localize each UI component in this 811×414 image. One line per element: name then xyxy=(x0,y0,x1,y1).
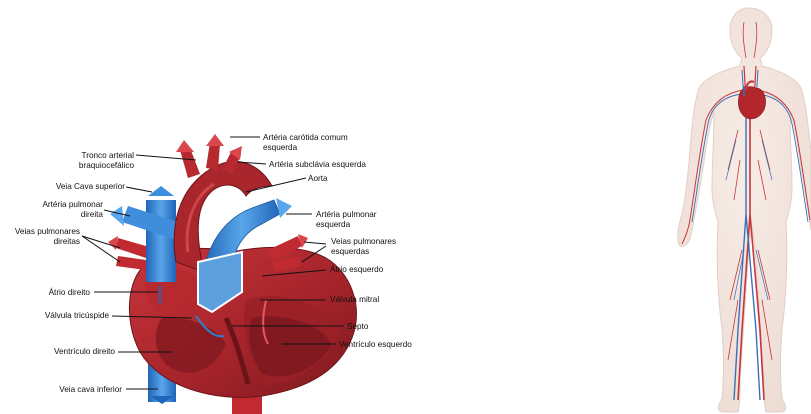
label-veias-esq-line2: esquerdas xyxy=(331,247,369,256)
label-ventriculo-esquerdo: Ventrículo esquerdo xyxy=(339,340,412,349)
label-tronco-line1: Tronco arterial xyxy=(82,151,135,160)
left-common-carotid xyxy=(206,142,220,170)
label-carotida-line1: Artéria carótida comum xyxy=(263,133,348,142)
label-tronco-line2: braquiocefálico xyxy=(79,161,135,170)
label-atrio-esquerdo: Átrio esquerdo xyxy=(330,264,384,274)
label-veias-esq-line1: Veias pulmonares xyxy=(331,237,396,246)
human-body-circulatory-figure xyxy=(678,8,811,412)
label-pulm-esq-line1: Artéria pulmonar xyxy=(316,210,377,219)
superior-vena-cava xyxy=(146,200,176,282)
label-septo: Septo xyxy=(347,322,369,331)
brachiocephalic-trunk xyxy=(180,148,200,178)
label-valvula-mitral: Válvula mitral xyxy=(330,295,379,304)
label-pulm-dir-line1: Artéria pulmonar xyxy=(42,200,103,209)
label-cava-superior: Veia Cava superior xyxy=(56,182,125,191)
label-veias-dir-line1: Veias pulmonares xyxy=(15,227,80,236)
label-pulm-esq-line2: esquerda xyxy=(316,220,351,229)
label-valvula-tricuspide: Válvula tricúspide xyxy=(45,311,110,320)
right-pulmonary-veins xyxy=(116,238,146,258)
label-ventriculo-direito: Ventrículo direito xyxy=(54,347,115,356)
label-pulm-dir-line2: direita xyxy=(81,210,104,219)
label-atrio-direito: Átrio direito xyxy=(49,287,91,297)
label-carotida-line2: esquerda xyxy=(263,143,298,152)
label-cava-inferior: Veia cava inferior xyxy=(59,385,122,394)
label-subclavia: Artéria subclávia esquerda xyxy=(269,160,366,169)
label-aorta: Aorta xyxy=(308,174,328,183)
label-veias-dir-line2: direitas xyxy=(54,237,80,246)
